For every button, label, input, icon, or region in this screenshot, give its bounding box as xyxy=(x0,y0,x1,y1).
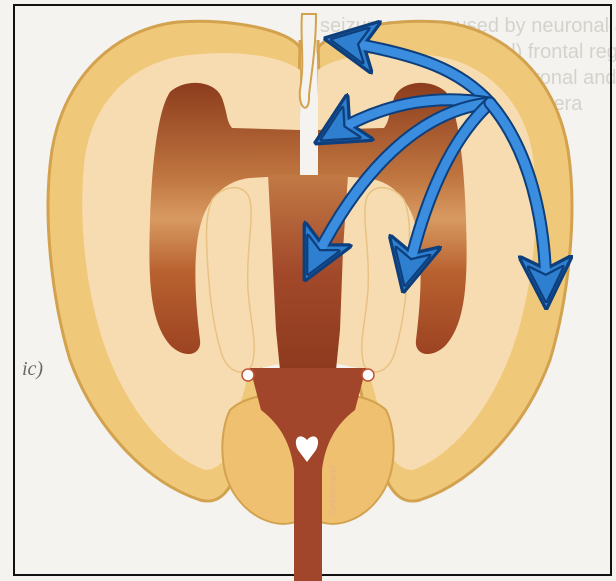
third-ventricle xyxy=(268,175,348,370)
vessel-left xyxy=(242,369,254,381)
figure-watermark: ©AHermand xyxy=(328,465,338,515)
vessel-right xyxy=(362,369,374,381)
margin-note: ic) xyxy=(22,358,43,380)
